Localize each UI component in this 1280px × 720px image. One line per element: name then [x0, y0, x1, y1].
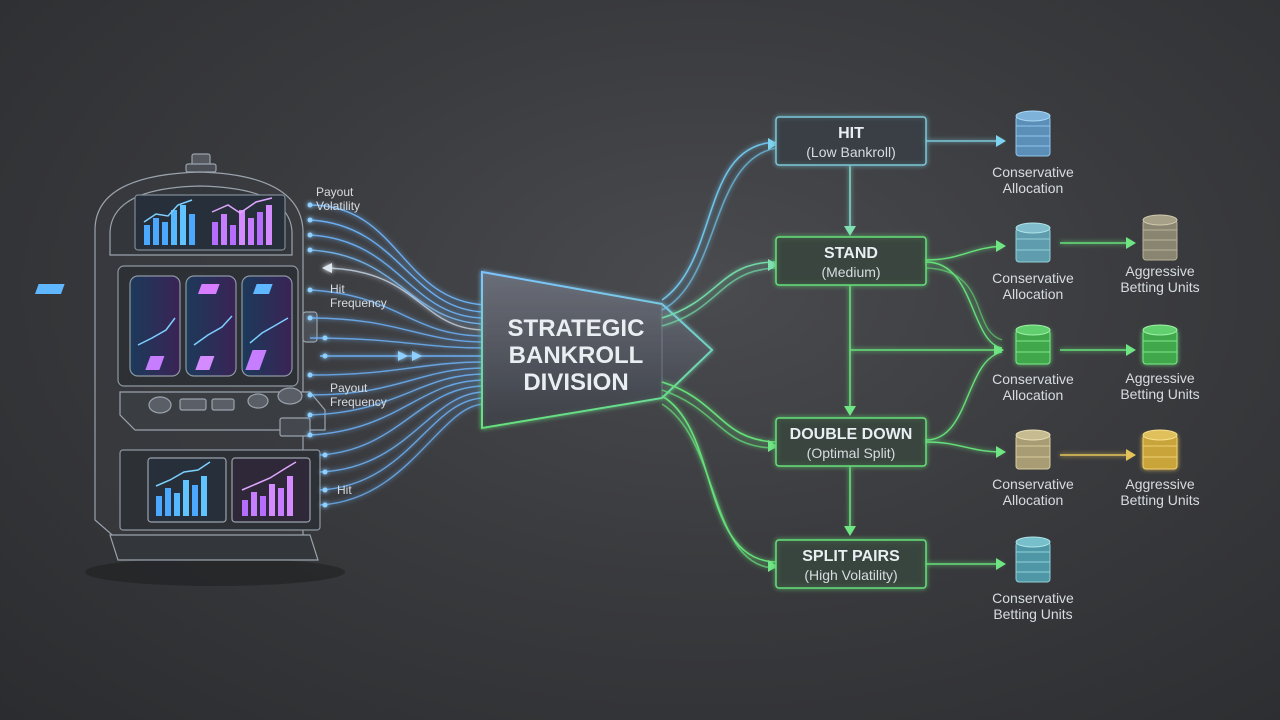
coin-stack-stand-conservative — [1015, 222, 1051, 263]
decision-double-down-box: DOUBLE DOWN (Optimal Split) — [775, 417, 927, 467]
label-hit-frequency-1: Hit — [330, 282, 345, 296]
vertical-trunk — [849, 165, 1000, 532]
decision-split-pairs-title: SPLIT PAIRS — [802, 548, 900, 565]
alloc-hit-line1: Conservative — [992, 164, 1074, 180]
label-payout-frequency-2: Frequency — [330, 395, 387, 409]
top-chart-blue — [144, 205, 195, 245]
allocation-labels: Conservative Allocation Conservative All… — [992, 164, 1200, 622]
decision-split-pairs-subtitle: (High Volatility) — [804, 567, 897, 583]
decision-hit-title: HIT — [838, 125, 864, 142]
alloc-split-line2: Betting Units — [993, 606, 1072, 622]
aggr-middle-line2: Betting Units — [1120, 386, 1199, 402]
alloc-split-line1: Conservative — [992, 590, 1074, 606]
decision-connector-arrows — [768, 138, 778, 572]
vertical-trunk-arrows — [844, 226, 1004, 536]
input-streams — [309, 204, 486, 506]
decision-stand-box: STAND (Medium) — [775, 236, 927, 286]
label-payout-frequency-1: Payout — [330, 381, 368, 395]
decision-stand-title: STAND — [824, 245, 878, 262]
coin-stack-split-conservative — [1015, 536, 1051, 583]
alloc-double-down-line2: Allocation — [1003, 492, 1064, 508]
decision-connectors — [661, 141, 777, 569]
center-title-line3: DIVISION — [523, 369, 628, 396]
aggr-stand-line1: Aggressive — [1125, 263, 1194, 279]
decision-double-down-subtitle: (Optimal Split) — [807, 445, 896, 461]
center-title-line1: STRATEGIC — [508, 315, 645, 342]
coin-stack-hit — [1015, 110, 1051, 157]
coin-stack-middle-conservative — [1015, 324, 1051, 365]
alloc-stand-line2: Allocation — [1003, 286, 1064, 302]
input-labels: Payout Volatility Hit Frequency Payout F… — [316, 185, 387, 497]
alloc-double-down-line1: Conservative — [992, 476, 1074, 492]
slot-machine-illustration — [34, 153, 345, 586]
aggr-middle-line1: Aggressive — [1125, 370, 1194, 386]
aggr-double-down-line1: Aggressive — [1125, 476, 1194, 492]
decision-stand-subtitle: (Medium) — [821, 264, 880, 280]
alloc-middle-line2: Allocation — [1003, 387, 1064, 403]
alloc-middle-line1: Conservative — [992, 371, 1074, 387]
input-stream-dots — [307, 202, 422, 508]
decision-split-pairs-box: SPLIT PAIRS (High Volatility) — [775, 539, 927, 589]
top-chart-purple — [212, 205, 272, 245]
alloc-stand-line1: Conservative — [992, 270, 1074, 286]
aggr-stand-line2: Betting Units — [1120, 279, 1199, 295]
center-title-line2: BANKROLL — [509, 342, 644, 369]
label-payout-volatility-1: Payout — [316, 185, 354, 199]
aggr-double-down-line2: Betting Units — [1120, 492, 1199, 508]
allocation-arrows — [996, 135, 1136, 570]
label-hit: Hit — [337, 483, 352, 497]
alloc-hit-line2: Allocation — [1003, 180, 1064, 196]
coin-stack-stand-aggressive — [1142, 214, 1178, 261]
decision-hit-box: HIT (Low Bankroll) — [775, 116, 927, 166]
decision-hit-subtitle: (Low Bankroll) — [806, 144, 895, 160]
strategic-bankroll-division-node: STRATEGIC BANKROLL DIVISION — [481, 270, 714, 430]
allocation-connectors — [925, 140, 1130, 565]
coin-stack-middle-aggressive — [1142, 324, 1178, 365]
coin-stack-double-down-aggressive — [1142, 429, 1178, 470]
label-payout-volatility-2: Volatility — [316, 199, 360, 213]
label-hit-frequency-2: Frequency — [330, 296, 387, 310]
coin-stack-double-down-conservative — [1015, 429, 1051, 470]
decision-double-down-title: DOUBLE DOWN — [790, 426, 913, 443]
